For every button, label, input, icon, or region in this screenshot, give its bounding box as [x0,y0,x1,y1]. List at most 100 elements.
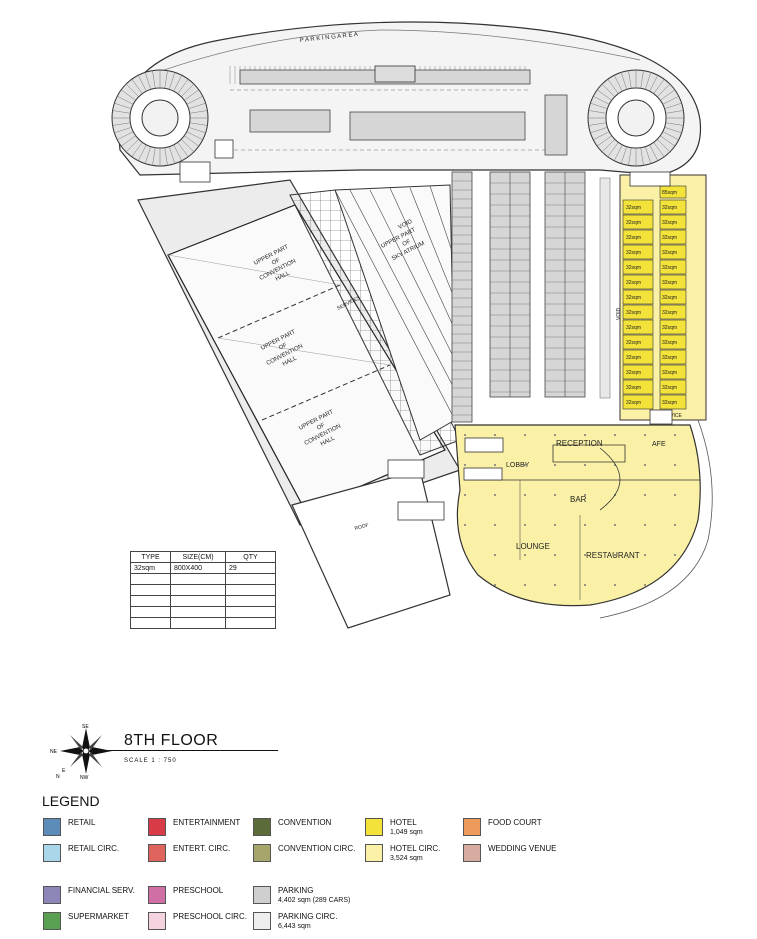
legend-title: LEGEND [42,793,100,809]
room-label: 32sqm [662,400,677,406]
scale-text: SCALE 1 : 750 [124,758,177,764]
convention-wing [137,179,461,526]
legend-swatch [253,912,271,930]
legend-swatch [365,818,383,836]
hall-label-3b: OF [316,422,326,431]
bar-label: BAR [570,495,587,504]
table-header-cell: TYPE [130,551,171,563]
lounge-label: LOUNGE [516,542,550,551]
lobby-label: LOBBY [506,462,530,469]
room-label: 32sqm [626,220,641,226]
legend-swatch [463,818,481,836]
legend-swatch [253,886,271,904]
legend-sub: 6,443 sqm [278,923,311,930]
legend-label: ENTERT. CIRC. [173,844,231,853]
legend-label: WEDDING VENUE [488,844,557,853]
room-label: 32sqm [662,370,677,376]
legend-label: PRESCHOOL [173,886,224,895]
room-label: 32sqm [662,265,677,271]
cafe-label: AFE [652,441,666,448]
table-row-empty [130,617,276,629]
table-header-row: TYPE SIZE(CM) QTY [130,551,276,563]
legend-swatch [148,886,166,904]
table-header-cell: SIZE(CM) [170,551,226,563]
room-label: 32sqm [662,250,677,256]
legend-sub: 1,049 sqm [390,829,423,836]
legend-label: FINANCIAL SERV. [68,886,135,895]
room-label: 32sqm [626,265,641,271]
room-label: 32sqm [662,280,677,286]
room-label: 32sqm [626,295,641,301]
room-label: 32sqm [626,280,641,286]
legend-swatch [463,844,481,862]
legend-label: RETAIL CIRC. [68,844,120,853]
void-corridor-label: VOID [616,307,622,320]
room-label: 32sqm [626,385,641,391]
legend-swatch [148,844,166,862]
legend-label: CONVENTION [278,818,332,827]
legend-label: PARKING CIRC. [278,912,338,921]
reception-label: RECEPTION [556,439,603,448]
room-label: 32sqm [626,355,641,361]
legend-swatch [365,844,383,862]
room-label: 32sqm [662,295,677,301]
ramp-spokes [112,70,684,166]
restaurant-label: RESTAURANT [586,551,640,560]
hall-label-1b: OF [271,257,281,266]
hotel-podium [454,419,713,619]
room-label: 32sqm [626,205,641,211]
east-parking [451,171,611,423]
room-label: 32sqm [626,310,641,316]
room-type-table: TYPE SIZE(CM) QTY 32sqm 800X400 29 [130,551,276,629]
legend-swatch [253,818,271,836]
legend-swatch [43,844,61,862]
legend-label: PRESCHOOL CIRC. [173,912,247,921]
room-label: 32sqm [662,385,677,391]
legend-swatch [43,912,61,930]
legend-swatch [253,844,271,862]
table-row: 32sqm 800X400 29 [130,562,276,574]
legend-label: CONVENTION CIRC. [278,844,356,853]
legend-sub: 4,402 sqm (289 CARS) [278,897,351,904]
compass-e: E [62,768,66,774]
legend-label: ENTERTAINMENT [173,818,241,827]
stair-cores [179,65,673,521]
legend-label: HOTEL CIRC. [390,844,441,853]
room-label-top: 85sqm [662,190,677,196]
room-label: 32sqm [626,325,641,331]
room-label: 32sqm [662,310,677,316]
legend-label: PARKING [278,886,314,895]
compass-se: SE [82,724,89,730]
room-label: 32sqm [626,370,641,376]
atrium-label-b: OF [402,239,412,248]
room-label: 32sqm [626,400,641,406]
table-row-empty [130,573,276,585]
room-label: 32sqm [626,250,641,256]
compass-n: N [56,774,60,780]
table-header-cell: QTY [225,551,276,563]
legend-label: FOOD COURT [488,818,542,827]
legend-swatch [43,886,61,904]
compass-nw: NW [80,775,89,780]
room-label: 32sqm [662,355,677,361]
table-row-empty [130,595,276,607]
room-label: 32sqm [662,325,677,331]
floor-title: 8TH FLOOR [124,732,219,749]
room-label: 32sqm [662,340,677,346]
legend-swatch [148,818,166,836]
room-label: 32sqm [662,220,677,226]
table-cell: 29 [225,562,276,574]
compass-rose-icon: SE NE E N NW [50,724,112,780]
table-row-empty [130,606,276,618]
room-label: 32sqm [662,235,677,241]
legend-sub: 3,524 sqm [390,855,423,862]
room-label: 32sqm [626,340,641,346]
room-label: 32sqm [626,235,641,241]
table-row-empty [130,584,276,596]
table-cell: 800X400 [170,562,226,574]
legend-label: HOTEL [390,818,417,827]
title-underline [108,750,278,751]
legend-swatch [148,912,166,930]
hall-label-2b: OF [278,342,288,351]
hotel-room-labels: RECEPTION AFE LOBBY BAR LOUNGE RESTAURAN… [506,439,666,560]
